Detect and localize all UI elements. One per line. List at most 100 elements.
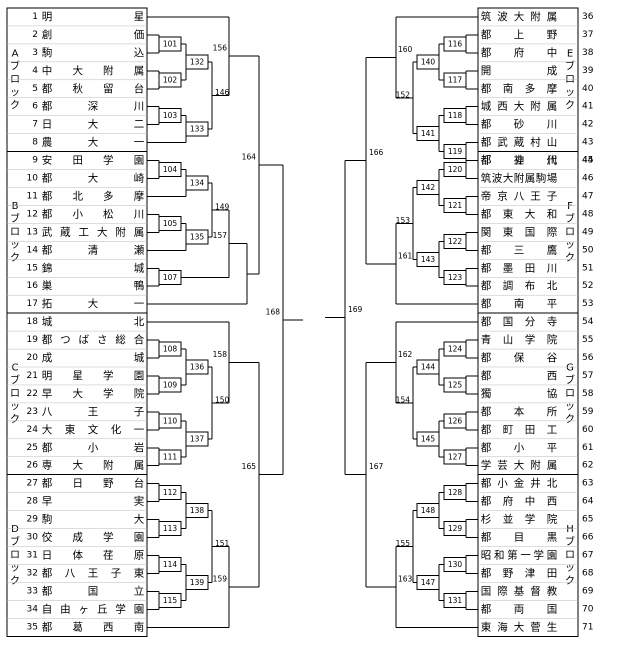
team-name: 青山学院 (481, 333, 558, 346)
team-name: 城北 (42, 316, 145, 328)
match-number: 136 (190, 363, 205, 372)
block-label: Hブロック (565, 524, 575, 587)
team-number: 68 (582, 568, 594, 578)
team-name: 都神代 (481, 154, 558, 167)
match-number: 166 (369, 148, 384, 157)
team-number: 13 (27, 227, 38, 237)
team-name: 安田学園 (42, 154, 145, 167)
team-number: 58 (582, 389, 594, 399)
match-number: 165 (242, 462, 257, 471)
team-number: 29 (27, 515, 39, 525)
team-name: 明星 (42, 11, 145, 23)
team-number: 23 (27, 407, 38, 417)
team-name: 自由ヶ丘学園 (42, 602, 145, 615)
block-label: Dブロック (10, 524, 20, 587)
team-number: 27 (27, 479, 38, 489)
team-name: 都西 (481, 370, 558, 382)
team-name: 都墨田川 (481, 262, 558, 274)
team-number: 64 (582, 497, 594, 507)
team-number: 24 (27, 425, 39, 435)
team-name: 都清瀬 (42, 243, 145, 256)
team-number: 31 (27, 550, 38, 560)
team-name: 都武蔵村山 (481, 136, 558, 149)
team-name: 都保谷 (481, 351, 558, 364)
team-name: 八王子 (42, 406, 145, 418)
team-number: 50 (582, 245, 594, 255)
team-name: 都町田工 (481, 424, 558, 436)
team-number: 61 (582, 443, 593, 453)
team-number: 65 (582, 515, 593, 525)
team-number: 33 (27, 586, 38, 596)
team-number: 60 (582, 425, 594, 435)
team-name: 農大一 (42, 136, 145, 149)
team-number: 59 (582, 407, 594, 417)
match-number: 160 (398, 45, 413, 54)
team-name: 都国分寺 (481, 316, 558, 328)
team-number: 43 (582, 138, 593, 148)
team-number: 17 (27, 299, 38, 309)
match-number: 150 (215, 395, 230, 404)
match-number: 108 (163, 345, 178, 354)
team-name: 東海大菅生 (481, 620, 558, 633)
match-number: 109 (163, 380, 178, 389)
team-name: 錦城 (42, 261, 145, 274)
team-number: 57 (582, 371, 593, 381)
team-number: 18 (27, 317, 39, 327)
match-number: 134 (190, 179, 205, 188)
team-name: 日体荏原 (42, 549, 145, 561)
match-number: 144 (421, 363, 436, 372)
team-number: 52 (582, 281, 593, 291)
team-number: 37 (582, 30, 593, 40)
block-label: Gブロック (565, 362, 575, 425)
match-number: 141 (421, 129, 436, 138)
team-name: 筑波大附属駒場 (481, 172, 558, 185)
team-name: 早実 (42, 495, 145, 508)
match-number: 169 (348, 305, 363, 314)
match-number: 154 (396, 395, 411, 404)
match-number: 167 (369, 462, 384, 471)
match-number: 132 (190, 57, 205, 66)
team-name: 成城 (42, 352, 145, 364)
team-number: 56 (582, 353, 594, 363)
match-number: 156 (213, 44, 228, 53)
team-name: 都両国 (481, 603, 558, 615)
team-name: 武蔵工大附属 (42, 225, 145, 238)
match-number: 114 (163, 560, 178, 569)
team-name: 昭和第一学園 (481, 548, 558, 561)
team-number: 8 (32, 138, 38, 148)
team-name: 都国立 (42, 584, 145, 597)
team-name: 都南多摩 (481, 82, 558, 95)
match-number: 133 (190, 125, 205, 134)
team-name: 都東大和 (481, 207, 558, 220)
match-number: 143 (421, 255, 436, 264)
team-number: 54 (582, 317, 594, 327)
team-number: 34 (27, 604, 39, 614)
match-number: 138 (190, 506, 205, 515)
match-number: 131 (448, 596, 463, 605)
team-name: 都つばさ総合 (42, 333, 145, 346)
team-number: 11 (27, 191, 38, 201)
block-label: Bブロック (10, 201, 20, 264)
team-number: 12 (27, 209, 38, 219)
team-number: 36 (582, 12, 594, 22)
team-number: 26 (27, 461, 39, 471)
team-number: 67 (582, 550, 593, 560)
match-number: 113 (163, 524, 178, 533)
team-number: 42 (582, 120, 593, 130)
team-name: 都調布北 (481, 279, 558, 292)
team-name: 早大学院 (42, 387, 145, 400)
team-number: 70 (582, 604, 594, 614)
team-number: 21 (27, 371, 38, 381)
match-number: 121 (448, 201, 463, 210)
team-name: 都小金井北 (481, 477, 558, 490)
team-name: 都北多摩 (42, 189, 145, 202)
team-name: 都府中 (481, 46, 558, 59)
match-number: 111 (163, 452, 178, 461)
match-number: 103 (163, 111, 178, 120)
team-number: 40 (582, 84, 594, 94)
match-number: 158 (213, 350, 228, 359)
team-number: 55 (582, 335, 593, 345)
match-number: 126 (448, 416, 463, 425)
team-number: 7 (32, 120, 38, 130)
